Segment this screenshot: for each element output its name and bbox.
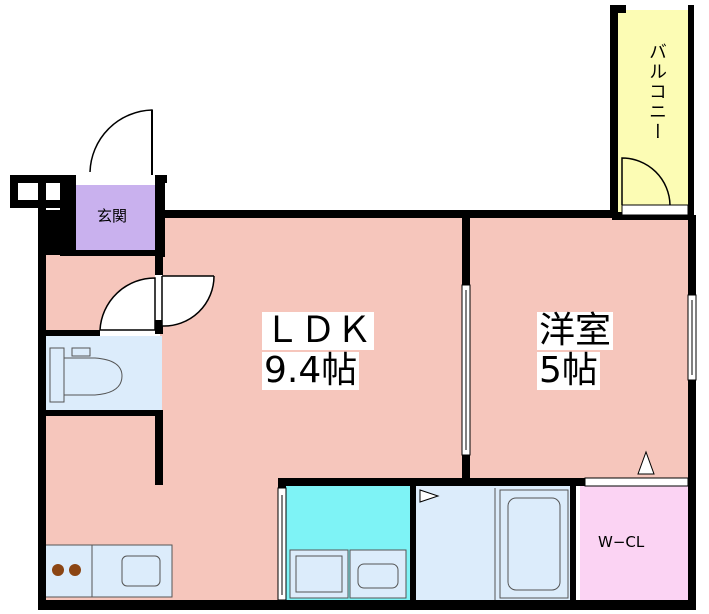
toilet-sink bbox=[71, 347, 91, 357]
walls bbox=[10, 5, 696, 610]
toilet-bowl bbox=[63, 357, 123, 396]
wash-basin-bowl bbox=[357, 563, 399, 589]
balcony-label: バルコニー bbox=[646, 42, 667, 142]
hall-door bbox=[155, 275, 215, 327]
bath-door-marker bbox=[419, 489, 440, 503]
bathtub-inner bbox=[507, 497, 561, 591]
washing-machine-pan-inner bbox=[295, 555, 343, 593]
stove-burner-right bbox=[69, 564, 81, 576]
entrance-door bbox=[89, 109, 155, 183]
wcl-door bbox=[584, 450, 689, 487]
wcl-label: W−CL bbox=[598, 533, 645, 551]
toilet-door bbox=[99, 277, 156, 336]
kitchen-sink bbox=[121, 555, 161, 587]
entrance-label: 玄関 bbox=[97, 207, 128, 225]
western-window bbox=[687, 294, 697, 381]
sliding-door-ldk-western bbox=[461, 284, 471, 456]
balcony-floor bbox=[615, 10, 688, 212]
wcl-floor bbox=[580, 484, 693, 600]
ldk-name-label: ＬＤＫ bbox=[262, 310, 375, 351]
western-room-size-label: 5帖 bbox=[537, 350, 600, 391]
western-room-name-label: 洋室 bbox=[537, 310, 614, 351]
toilet-tank bbox=[49, 347, 65, 403]
stove-burner-left bbox=[52, 564, 64, 576]
ldk-size-label: 9.4帖 bbox=[262, 350, 360, 391]
washroom-door bbox=[277, 487, 287, 601]
balcony-door bbox=[621, 157, 689, 216]
washing-machine-pan bbox=[289, 549, 349, 599]
entrance-floor bbox=[76, 185, 158, 255]
